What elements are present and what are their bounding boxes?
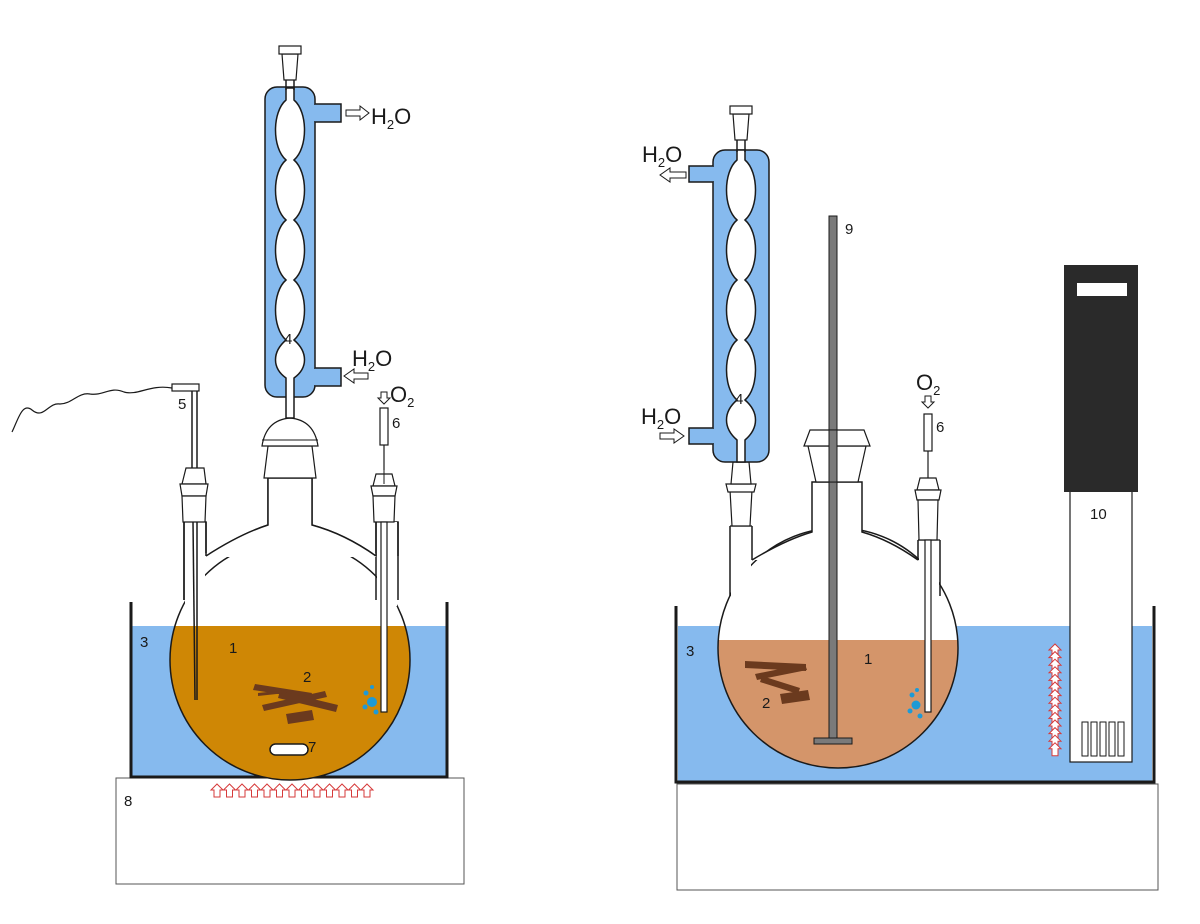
left-setup: 8 3 7 2 1 7 [11, 45, 465, 885]
label-2: 2 [303, 669, 311, 686]
water-in-arrow-icon [659, 428, 685, 444]
gas-inlet [914, 413, 942, 713]
up-arrow-icon [272, 783, 287, 798]
o2-label: O2 [390, 382, 414, 410]
label-4: 4 [284, 331, 292, 348]
heat-arrows [209, 783, 375, 798]
water-out-label: H2O [371, 104, 411, 132]
up-arrow-icon [347, 783, 362, 798]
water-out-arrow-icon [659, 167, 687, 183]
label-6: 6 [392, 415, 400, 432]
up-arrow-icon [247, 783, 262, 798]
gas-bubbles [362, 685, 379, 715]
label-9: 9 [845, 221, 853, 238]
up-arrow-icon [297, 783, 312, 798]
base-plate [676, 783, 1159, 891]
up-arrow-icon [359, 783, 375, 798]
label-4: 4 [735, 391, 743, 408]
up-arrow-icon [322, 783, 337, 798]
stir-bar-inner [269, 743, 309, 756]
condenser [264, 45, 342, 419]
label-10: 10 [1090, 506, 1107, 523]
label-6: 6 [936, 419, 944, 436]
center-joint [263, 445, 317, 479]
label-3: 3 [140, 634, 148, 651]
o2-label: O2 [916, 370, 940, 398]
up-arrow-icon [222, 783, 237, 798]
o2-arrow-icon [376, 391, 392, 405]
up-arrow-icon [1047, 742, 1063, 757]
gas-inlet [370, 407, 398, 713]
up-arrow-icon [259, 783, 275, 798]
wood-pieces [745, 661, 810, 704]
water-in-label: H2O [641, 404, 681, 432]
o2-arrow-icon [920, 395, 936, 409]
thermocouple [11, 383, 209, 701]
up-arrow-icon [209, 783, 225, 798]
condenser [688, 105, 770, 463]
label-1: 1 [864, 651, 872, 668]
label-1: 1 [229, 640, 237, 657]
label-2: 2 [762, 695, 770, 712]
bath-vessel [674, 606, 1156, 784]
up-arrow-icon [234, 783, 250, 798]
water-in-arrow-icon [343, 368, 369, 384]
label-5: 5 [178, 396, 186, 413]
wood-pieces [253, 684, 338, 724]
heat-arrows [1047, 643, 1063, 757]
immersion-heater [1064, 265, 1138, 763]
gas-bubbles [907, 688, 923, 719]
water-out-arrow-icon [345, 104, 370, 122]
label-3: 3 [686, 643, 694, 660]
up-arrow-icon [334, 783, 350, 798]
label-8: 8 [124, 793, 132, 810]
up-arrow-icon [284, 783, 300, 798]
label-7-inner: 7 [308, 739, 316, 756]
water-in-label: H2O [352, 346, 392, 374]
up-arrow-icon [309, 783, 325, 798]
water-out-label: H2O [642, 142, 682, 170]
right-setup: 3 10 [641, 105, 1159, 891]
